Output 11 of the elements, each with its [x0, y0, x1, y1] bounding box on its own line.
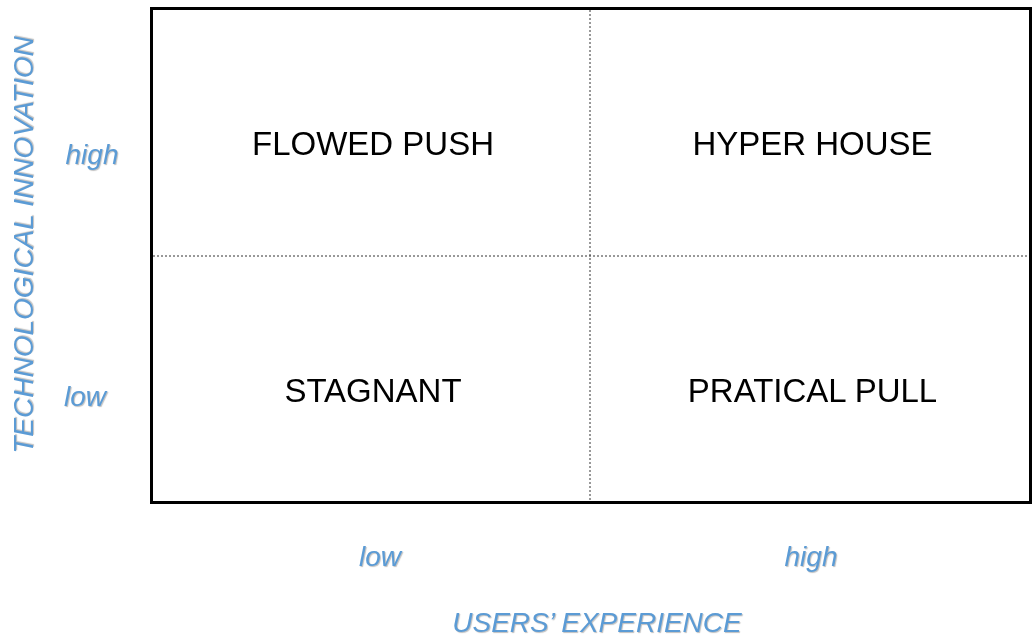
quadrant-label: HYPER HOUSE — [692, 125, 933, 164]
axis-tick-label: high — [784, 541, 838, 573]
quadrant-label: PRATICAL PULL — [687, 372, 938, 411]
axis-tick-label: high — [65, 139, 119, 171]
axis-title: USERS’ EXPERIENCE — [452, 607, 742, 639]
quadrant-label: FLOWED PUSH — [252, 125, 494, 164]
matrix-frame — [150, 7, 1032, 504]
axis-tick-label: low — [359, 541, 401, 573]
axis-title: TECHNOLOGICAL INNOVATION — [8, 36, 40, 454]
axis-tick-label: low — [64, 381, 106, 413]
quadrant-label: STAGNANT — [284, 372, 462, 411]
